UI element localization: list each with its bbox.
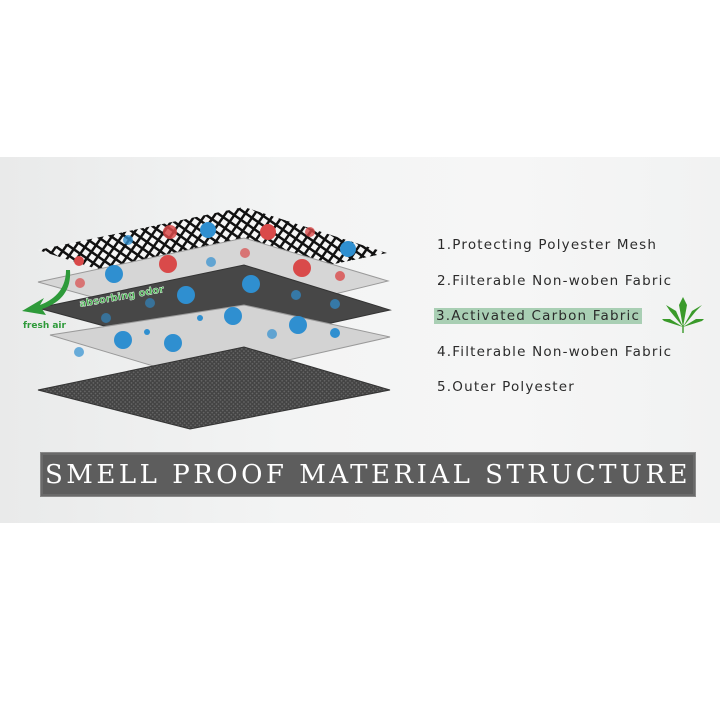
leaf-icon: [662, 297, 704, 333]
legend-item-1: 1.Protecting Polyester Mesh: [437, 237, 658, 253]
layer-4-nonwoven: [49, 304, 391, 381]
legend-item-2: 2.Filterable Non-woben Fabric: [437, 273, 673, 289]
layer-stack-illustration: absorbing odor fresh air: [22, 207, 392, 430]
title-banner: SMELL PROOF MATERIAL STRUCTURE: [40, 452, 696, 497]
legend-item-5: 5.Outer Polyester: [437, 379, 576, 395]
layer-5-outer-polyester: [37, 346, 391, 430]
legend-item-4: 4.Filterable Non-woben Fabric: [437, 344, 673, 360]
banner-title: SMELL PROOF MATERIAL STRUCTURE: [44, 459, 691, 490]
fresh-air-label: fresh air: [23, 321, 67, 331]
legend-item-3: 3.Activated Carbon Fabric: [434, 308, 643, 324]
fresh-air-arrow-icon: [22, 270, 71, 315]
product-photo: absorbing odor fresh air 1.Protecting Po…: [0, 157, 720, 523]
